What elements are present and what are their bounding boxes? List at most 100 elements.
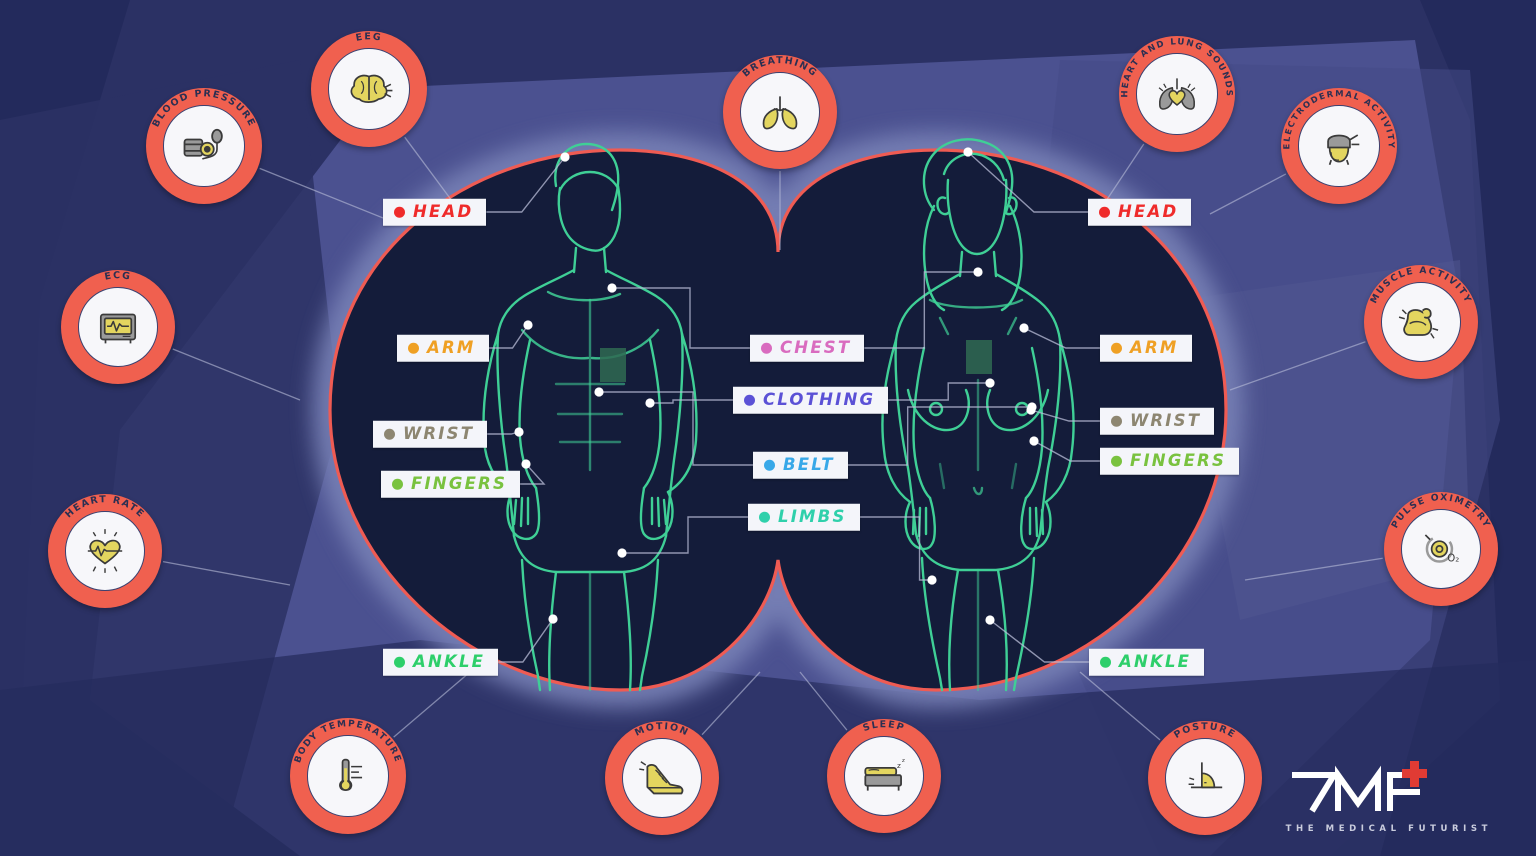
- label-dot-wrist: [384, 428, 395, 440]
- sensor-badge-breathing[interactable]: BREATHING: [723, 55, 837, 169]
- badge-label-arc: ECG: [104, 270, 133, 283]
- sensor-badge-heart-and-lung-sounds[interactable]: HEART AND LUNG SOUNDS: [1119, 36, 1235, 152]
- connector-badge-heart-rate: [162, 561, 291, 586]
- label-text: ARM: [427, 337, 476, 357]
- sensor-patch-female: [966, 340, 992, 374]
- label-dot-head: [394, 206, 405, 218]
- connector-badge-body-temperature: [393, 671, 471, 738]
- logo-mark: [1286, 761, 1492, 821]
- sensor-badge-motion[interactable]: MOTION: [605, 721, 719, 835]
- body-label-left-head[interactable]: HEAD: [383, 198, 487, 226]
- anchor-dot-right-ankle: [985, 615, 995, 625]
- connector-center-left-chest: [612, 287, 750, 349]
- connector-badge-ecg: [172, 348, 301, 401]
- body-label-left-fingers[interactable]: FINGERS: [381, 470, 521, 498]
- posture-icon: [1148, 721, 1262, 835]
- sensor-badge-muscle-activity[interactable]: MUSCLE ACTIVITY: [1364, 265, 1478, 379]
- male-figure: [482, 142, 698, 692]
- body-label-center-limbs[interactable]: LIMBS: [748, 503, 860, 531]
- sensor-badge-ecg[interactable]: ECG: [61, 270, 175, 384]
- body-label-left-wrist[interactable]: WRIST: [373, 420, 488, 448]
- skin-sensor-icon: [1281, 88, 1397, 204]
- label-dot-fingers: [1111, 455, 1122, 467]
- body-label-left-arm[interactable]: ARM: [397, 334, 489, 362]
- label-dot-clothing: [744, 394, 755, 406]
- badge-label-text: MUSCLE ACTIVITY: [1368, 265, 1472, 305]
- body-label-center-clothing[interactable]: CLOTHING: [733, 386, 889, 414]
- badge-label-arc: MOTION: [633, 721, 691, 739]
- female-figure: [881, 138, 1075, 692]
- label-text: CHEST: [780, 337, 852, 357]
- heart-lungs-icon: [1119, 36, 1235, 152]
- badge-label-text: PULSE OXIMETRY: [1389, 492, 1491, 530]
- sensor-badge-blood-pressure[interactable]: BLOOD PRESSURE: [146, 88, 262, 204]
- sensor-badge-electrodermal-activity[interactable]: ELECTRODERMAL ACTIVITY: [1281, 88, 1397, 204]
- badge-label-arc: ELECTRODERMAL ACTIVITY: [1281, 88, 1396, 149]
- body-label-right-ankle[interactable]: ANKLE: [1089, 648, 1205, 676]
- svg-text:ELECTRODERMAL ACTIVITY: ELECTRODERMAL ACTIVITY: [1281, 88, 1396, 149]
- badge-label-arc: BODY TEMPERATURE: [293, 719, 403, 764]
- monitor-icon: [61, 270, 175, 384]
- badge-inner-ring: [1136, 53, 1218, 135]
- badge-label-text: POSTURE: [1172, 721, 1236, 741]
- anchor-dot-center-left-chest: [607, 283, 617, 293]
- sensor-badge-heart-rate[interactable]: HEART RATE: [48, 494, 162, 608]
- anchor-dot-center-left-limbs: [617, 548, 627, 558]
- label-dot-limbs: [759, 511, 770, 523]
- body-label-center-belt[interactable]: BELT: [753, 451, 848, 479]
- svg-text:SLEEP: SLEEP: [861, 719, 906, 734]
- logo-tagline: THE MEDICAL FUTURIST: [1285, 824, 1492, 834]
- label-dot-ankle: [1100, 656, 1111, 668]
- running-shoe-icon: [605, 721, 719, 835]
- label-text: WRIST: [1130, 410, 1202, 430]
- anchor-dot-right-arm: [1019, 323, 1029, 333]
- logo-plus-icon: [1401, 761, 1427, 787]
- body-label-right-fingers[interactable]: FINGERS: [1100, 447, 1240, 475]
- connector-badge-sleep: [799, 671, 848, 731]
- svg-text:z: z: [902, 758, 905, 764]
- badge-label-arc: BREATHING: [741, 55, 820, 79]
- anchor-dot-left-arm: [523, 320, 533, 330]
- svg-text:HEART RATE: HEART RATE: [63, 494, 147, 520]
- badge-label-text: BODY TEMPERATURE: [293, 719, 401, 764]
- connector-center-right-chest: [864, 271, 978, 349]
- body-label-right-wrist[interactable]: WRIST: [1100, 407, 1215, 435]
- svg-text:MOTION: MOTION: [633, 721, 691, 739]
- svg-text:BODY TEMPERATURE: BODY TEMPERATURE: [293, 719, 403, 764]
- svg-text:ECG: ECG: [104, 270, 133, 283]
- badge-label-arc: POSTURE: [1172, 721, 1236, 741]
- sensor-badge-eeg[interactable]: EEG: [311, 31, 427, 147]
- badge-label-arc: SLEEP: [861, 719, 906, 734]
- anchor-dot-left-wrist: [514, 427, 524, 437]
- svg-text:MUSCLE ACTIVITY: MUSCLE ACTIVITY: [1368, 265, 1473, 305]
- label-dot-head: [1099, 206, 1110, 218]
- lungs-icon: [723, 55, 837, 169]
- sensor-badge-body-temperature[interactable]: BODY TEMPERATURE: [290, 718, 406, 834]
- anchor-dot-right-head: [963, 147, 973, 157]
- anchor-dot-left-head: [560, 152, 570, 162]
- connector-right-ankle: [989, 619, 1089, 663]
- badge-label-text: BLOOD PRESSURE: [150, 88, 255, 129]
- body-label-center-chest[interactable]: CHEST: [750, 334, 865, 362]
- label-dot-belt: [764, 459, 775, 471]
- label-dot-chest: [761, 342, 772, 354]
- label-text: FINGERS: [411, 473, 508, 493]
- body-label-right-head[interactable]: HEAD: [1088, 198, 1192, 226]
- anchor-dot-left-fingers: [521, 459, 531, 469]
- body-label-right-arm[interactable]: ARM: [1100, 334, 1192, 362]
- badge-inner-ring: [622, 738, 702, 818]
- body-label-left-ankle[interactable]: ANKLE: [383, 648, 499, 676]
- label-text: ANKLE: [1119, 651, 1192, 671]
- sensor-badge-posture[interactable]: POSTURE: [1148, 721, 1262, 835]
- connector-badge-motion: [701, 671, 761, 736]
- badge-label-arc: PULSE OXIMETRY: [1389, 492, 1492, 530]
- svg-text:BREATHING: BREATHING: [741, 55, 820, 79]
- svg-text:PULSE OXIMETRY: PULSE OXIMETRY: [1389, 492, 1492, 530]
- label-text: LIMBS: [778, 506, 847, 526]
- badge-label-text: BREATHING: [741, 55, 818, 79]
